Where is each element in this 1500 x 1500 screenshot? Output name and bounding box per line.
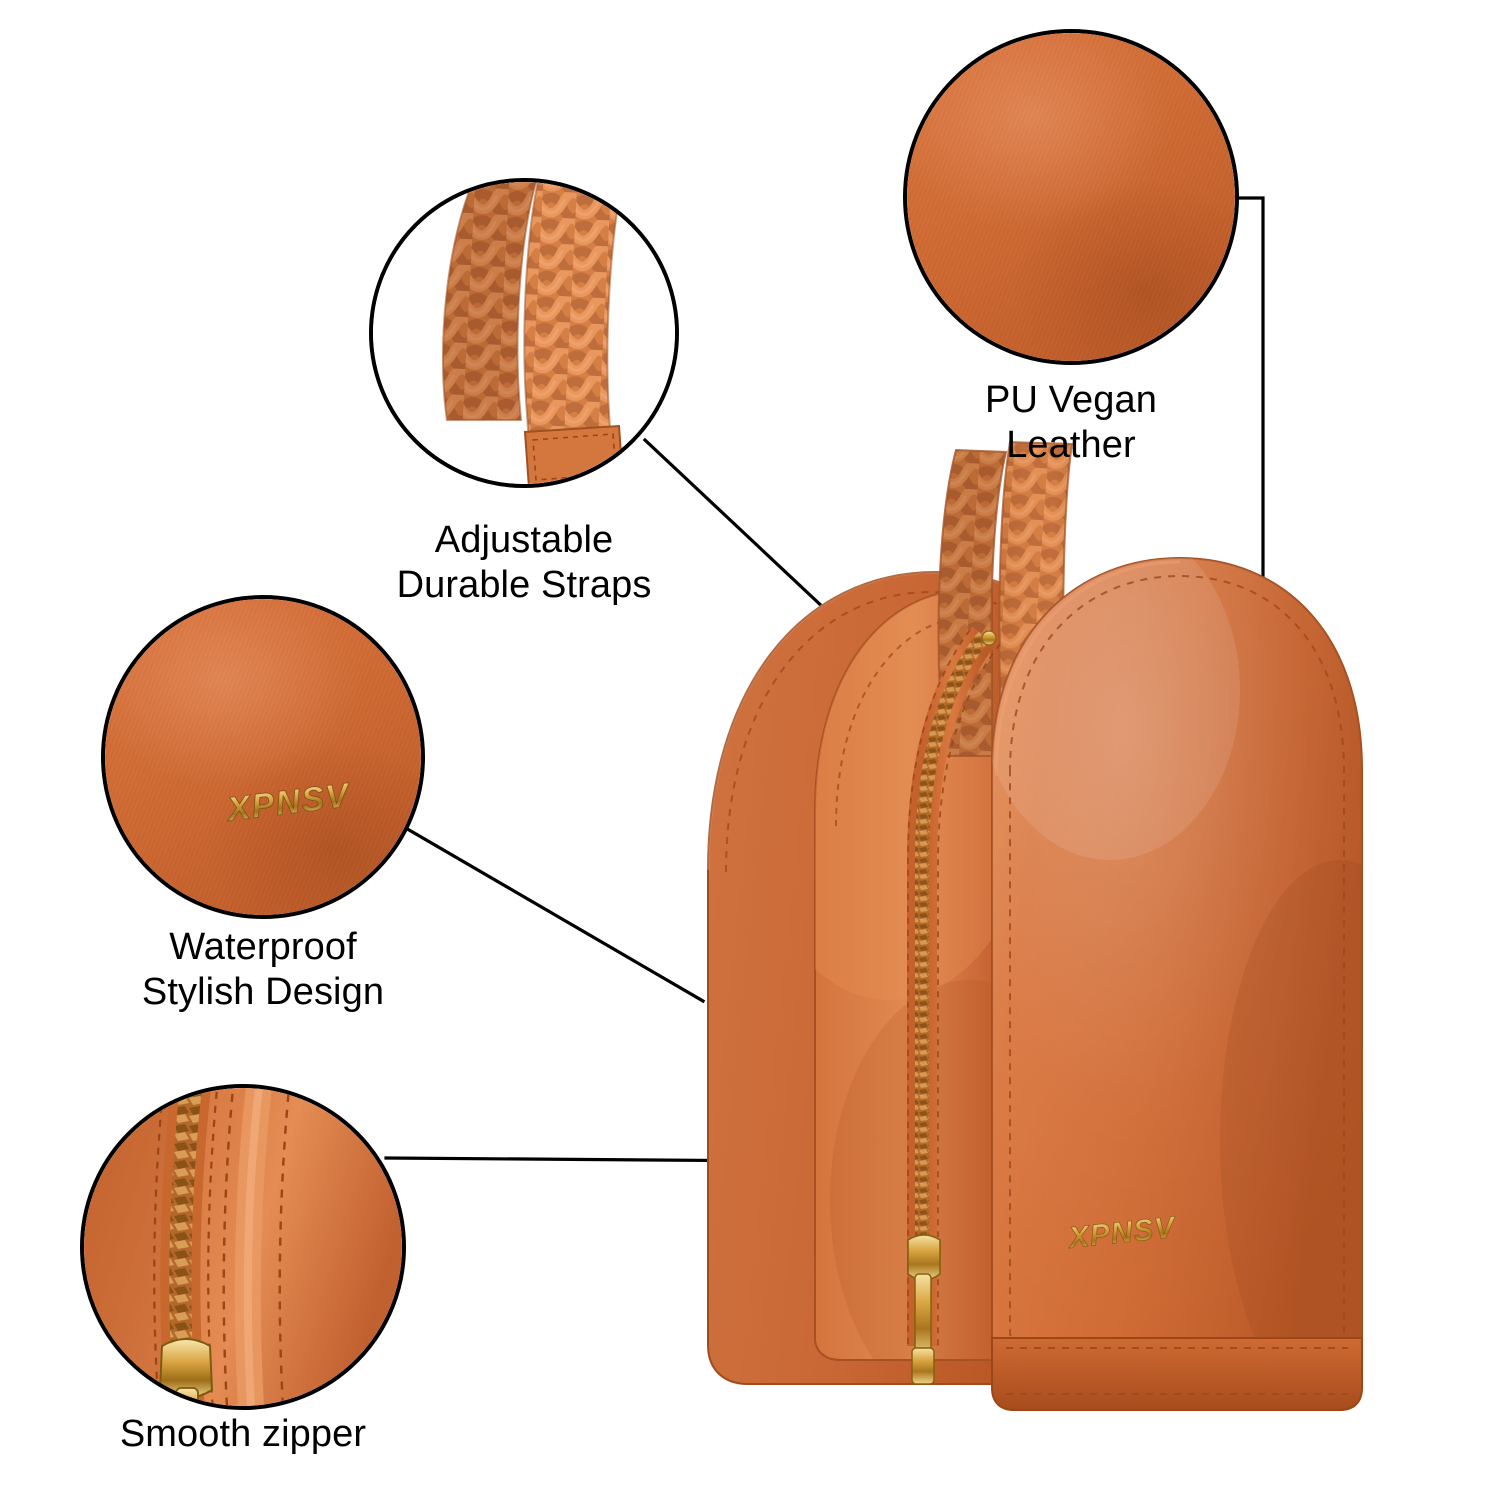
callout-bubble-waterproof: XPNSV (101, 595, 425, 919)
backpack-front-panel (991, 556, 1363, 1361)
backpack-main-zipper (907, 626, 1001, 1385)
brand-logo-text-waterproof: XPNSV (223, 776, 353, 829)
callout-caption-straps: Adjustable Durable Straps (396, 519, 652, 606)
callout-bubble-zipper (80, 1084, 406, 1410)
callout-caption-waterproof: Waterproof Stylish Design (141, 926, 385, 1013)
swatch-leather-with-logo: XPNSV (105, 599, 421, 915)
swatch-braided-straps (373, 182, 675, 484)
backpack-bottom (991, 1337, 1363, 1411)
swatch-zipper-closeup (84, 1088, 402, 1406)
swatch-pu-leather-surface (907, 33, 1235, 361)
callout-bubble-straps (369, 178, 679, 488)
callout-caption-pu-vegan-leather: PU Vegan Leather (985, 379, 1157, 466)
product-image-backpack: XPNSV (640, 440, 1370, 1500)
callout-bubble-pu-vegan-leather (903, 29, 1239, 365)
zipper-slider (907, 1234, 941, 1385)
callout-caption-zipper: Smooth zipper (119, 1413, 367, 1455)
